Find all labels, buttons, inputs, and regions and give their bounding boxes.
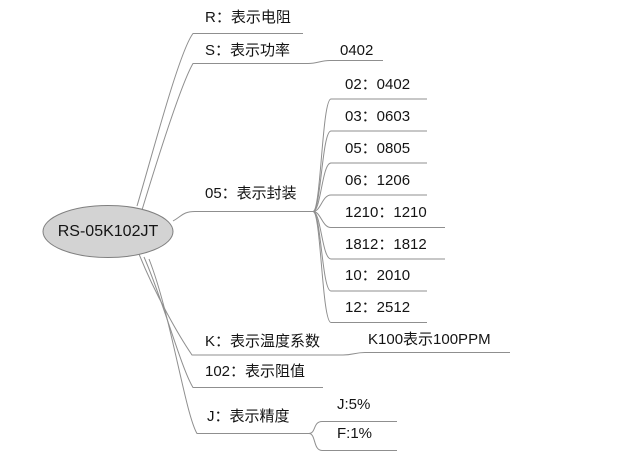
child-label-1812-1812: 1812：1812	[345, 236, 427, 253]
child-line-1210	[312, 211, 445, 228]
child-line-j5	[308, 421, 397, 434]
root-node-label: RS-05K102JT	[57, 222, 159, 240]
child-label-02-0402: 02：0402	[345, 76, 411, 93]
child-line-1812	[312, 211, 445, 260]
branch-line-k	[138, 253, 510, 356]
branch-line-05	[172, 211, 313, 222]
child-label-06-1206: 06：1206	[345, 172, 411, 189]
branch-label-05: 05：表示封装	[205, 185, 297, 202]
child-label-j5: J:5%	[337, 396, 371, 413]
branch-label-j: J：表示精度	[207, 408, 290, 425]
child-line-05	[312, 162, 427, 212]
child-label-03-0603: 03：0603	[345, 108, 411, 125]
branch-line-r	[136, 33, 303, 207]
child-label-10-2010: 10：2010	[345, 267, 411, 284]
branch-line-j	[148, 258, 309, 434]
branch-label-102: 102：表示阻值	[205, 363, 306, 380]
child-line-f1	[308, 433, 397, 451]
branch-label-k: K：表示温度系数	[205, 333, 321, 350]
child-line-06	[312, 194, 427, 212]
child-label-05-0805: 05：0805	[345, 140, 411, 157]
branch-line-s	[141, 60, 383, 211]
child-line-12	[312, 211, 427, 323]
child-label-0402: 0402	[340, 42, 374, 59]
child-label-k100: K100表示100PPM	[368, 331, 491, 348]
child-label-12-2512: 12：2512	[345, 299, 411, 316]
child-label-1210-1210: 1210：1210	[345, 204, 427, 221]
root-ellipse	[42, 205, 174, 258]
child-line-03	[312, 130, 427, 212]
branch-label-r: R：表示电阻	[205, 9, 291, 26]
branch-label-s: S：表示功率	[205, 42, 291, 59]
child-label-f1: F:1%	[337, 425, 373, 442]
branch-line-102	[143, 256, 323, 388]
